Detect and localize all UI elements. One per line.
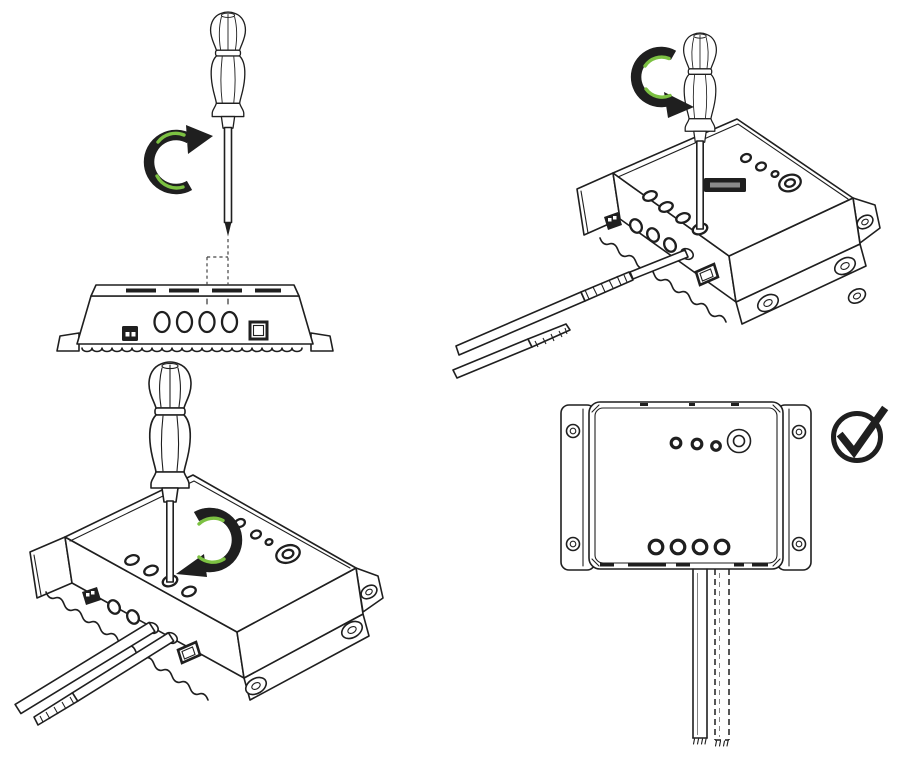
- terminal-screw-icon: [704, 178, 746, 192]
- wire: [452, 323, 571, 379]
- mounting-screw-tabs: [244, 620, 364, 696]
- rotation-arrow-icon: [143, 125, 213, 195]
- led-indicators: [233, 517, 274, 547]
- wire: [692, 568, 708, 745]
- controller-front-view: [56, 284, 334, 353]
- lid-edge: [617, 123, 849, 200]
- mounting-screw-hole: [360, 584, 378, 600]
- stripped-twist-section: [580, 271, 634, 302]
- checkmark-circle-icon: [831, 405, 889, 463]
- right-mounting-flange: [310, 332, 334, 352]
- bottom-edge-slots: [600, 563, 768, 567]
- bare-conductor: [629, 249, 689, 280]
- alignment-guide: [206, 239, 229, 287]
- arrowhead: [664, 92, 694, 118]
- screw-position-marks: [206, 298, 229, 305]
- rotation-arrow-icon: [176, 507, 243, 577]
- load-connector: [604, 212, 622, 230]
- comm-port: [176, 640, 202, 665]
- panel-step-4: [560, 401, 889, 747]
- heatsink-serration: [81, 347, 303, 353]
- comm-port: [248, 320, 269, 341]
- top-edge-ticks: [640, 403, 739, 406]
- wire: [33, 631, 175, 726]
- heatsink-serration: [599, 237, 727, 323]
- mode-button: [275, 543, 301, 565]
- corner-bevels: [591, 404, 781, 567]
- stripped-twist-tip: [527, 323, 571, 348]
- terminal-holes: [153, 310, 239, 334]
- load-connector: [82, 587, 101, 605]
- rotation-arrow-icon: [630, 46, 694, 118]
- panel-step-3: [14, 361, 384, 726]
- mode-button: [778, 173, 802, 193]
- bottom-terminal-screws: [647, 538, 731, 556]
- mounting-screws: [565, 423, 807, 552]
- screwdriver-shaft: [223, 126, 233, 224]
- wire: [14, 621, 156, 715]
- stripped-twist-tip: [33, 691, 79, 726]
- wire-strand-hatching: [39, 696, 75, 723]
- controller-body: [588, 401, 784, 570]
- wire-strand-tips: [714, 740, 729, 747]
- screwdriver-icon: [209, 11, 247, 237]
- panel-step-1: [56, 11, 334, 353]
- screwdriver-icon: [682, 32, 718, 230]
- controller-isometric: [29, 474, 384, 701]
- arrowhead: [186, 125, 213, 154]
- left-mounting-flange: [56, 332, 80, 352]
- mounting-screw-tabs: [756, 256, 867, 313]
- controller-front-mounted: [560, 401, 812, 571]
- screwdriver-icon: [148, 361, 192, 583]
- screwdriver-shaft: [166, 500, 175, 583]
- top-vent-slots: [126, 288, 281, 293]
- led-indicators: [669, 436, 722, 452]
- load-connector: [122, 326, 138, 341]
- led-indicators: [739, 152, 780, 179]
- wire: [714, 569, 730, 747]
- arrowhead: [176, 554, 207, 577]
- panel-step-2: [452, 32, 881, 379]
- controller-isometric: [576, 118, 881, 325]
- screwdriver-shaft: [695, 140, 704, 230]
- wire: [455, 249, 689, 356]
- top-face: [64, 474, 357, 633]
- comm-port: [694, 262, 720, 287]
- wire-strand-tips: [692, 738, 707, 745]
- mode-button: [726, 428, 752, 454]
- lid-edge: [69, 480, 351, 569]
- wire-strand-hatching: [534, 327, 568, 348]
- screwdriver-tip: [224, 222, 232, 237]
- wire-strand-hatching: [584, 274, 628, 300]
- controller-body: [76, 295, 314, 345]
